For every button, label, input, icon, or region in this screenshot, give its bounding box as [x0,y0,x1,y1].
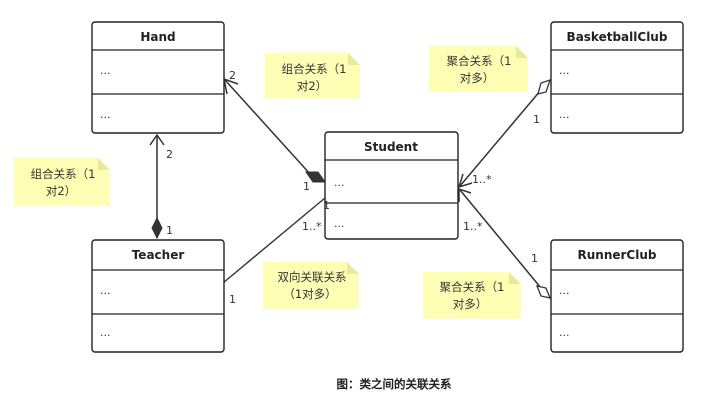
svg-text:组合关系（1: 组合关系（1 [31,167,96,181]
svg-text:双向关联关系: 双向关联关系 [278,270,347,284]
class-operations: ... [559,326,570,339]
class-attributes: ... [100,284,111,297]
multiplicity-label: 1 [531,252,538,265]
class-operations: ... [100,108,111,121]
class-name: RunnerClub [578,248,657,262]
class-name: BasketballClub [567,30,668,44]
class-attributes: ... [100,64,111,77]
aggregation-diamond [537,78,552,95]
figure-caption: 图：类之间的关联关系 [337,377,452,391]
class-name: Teacher [132,248,185,262]
svg-text:聚合关系（1: 聚合关系（1 [447,54,512,68]
class-attributes: ... [559,64,570,77]
class-teacher[interactable]: Teacher ... ... [91,239,225,353]
class-name: Student [364,140,418,154]
svg-text:对多）: 对多） [453,297,488,311]
connector-teacher-student [222,197,326,284]
multiplicity-label: 1..* [302,220,322,233]
svg-text:聚合关系（1: 聚合关系（1 [440,280,505,294]
connector-hand-teacher [149,133,165,240]
composition-diamond [305,171,326,183]
note-hand-student: 组合关系（1 对2） [265,53,360,99]
multiplicity-label: 1 [166,224,173,237]
connector-basketball-student [457,78,552,189]
class-hand[interactable]: Hand ... ... [91,21,225,134]
multiplicity-label: 1..* [463,220,483,233]
class-student[interactable]: Student ... ... [324,131,459,240]
svg-text:对2）: 对2） [297,79,327,93]
class-runnerclub[interactable]: RunnerClub ... ... [550,239,684,353]
note-hand-teacher: 组合关系（1 对2） [14,158,110,206]
multiplicity-label: 1 [323,199,330,212]
note-teacher-student: 双向关联关系 （1对多） [263,262,359,309]
multiplicity-label: 1..* [472,173,492,186]
composition-diamond [151,216,163,240]
multiplicity-label: 1 [303,180,310,193]
multiplicity-label: 2 [229,69,236,82]
aggregation-diamond [535,285,552,299]
class-basketballclub[interactable]: BasketballClub ... ... [550,21,684,134]
note-basketball: 聚合关系（1 对多） [429,46,528,92]
svg-text:组合关系（1: 组合关系（1 [282,62,347,76]
multiplicity-label: 2 [166,148,173,161]
class-attributes: ... [334,176,345,189]
multiplicity-label: 1 [229,293,236,306]
class-attributes: ... [559,284,570,297]
class-name: Hand [140,30,175,44]
note-runner: 聚合关系（1 对多） [423,272,521,319]
svg-text:对多）: 对多） [460,71,495,85]
connector-runner-student [458,187,552,299]
class-operations: ... [100,326,111,339]
svg-text:对2）: 对2） [46,184,76,198]
multiplicity-label: 1 [533,113,540,126]
svg-text:（1对多）: （1对多） [283,287,336,301]
class-operations: ... [559,108,570,121]
class-operations: ... [334,217,345,230]
